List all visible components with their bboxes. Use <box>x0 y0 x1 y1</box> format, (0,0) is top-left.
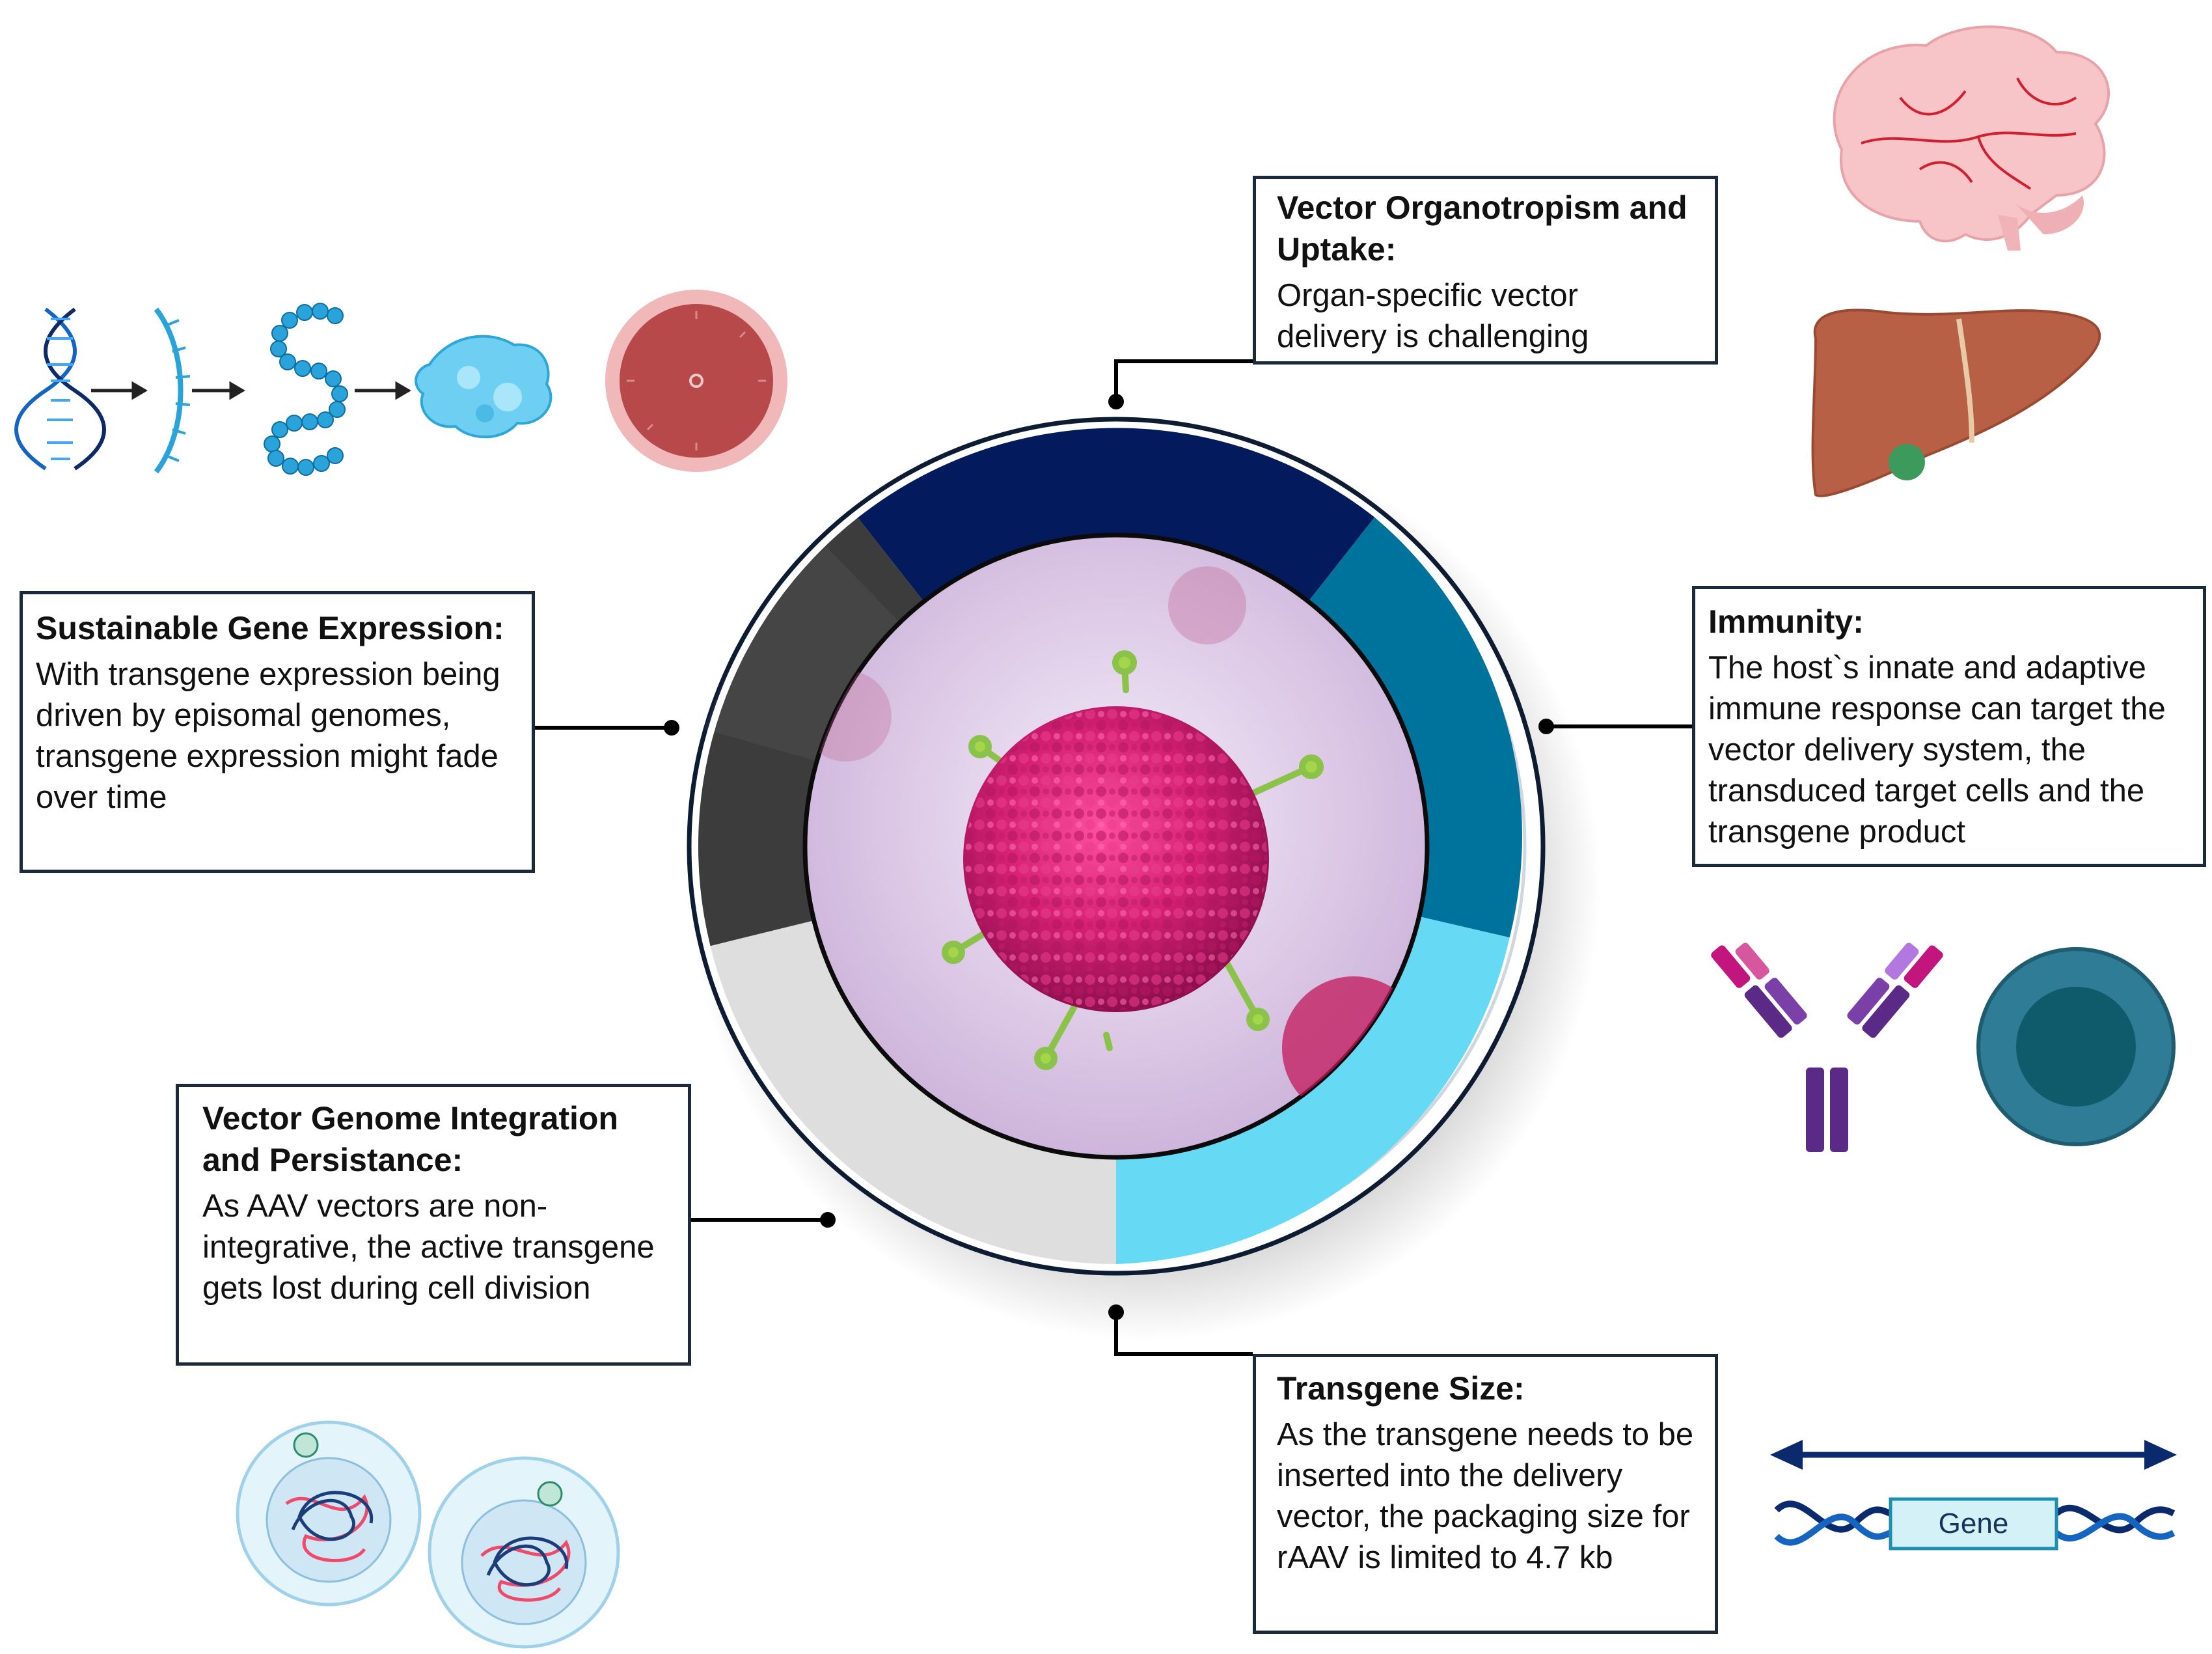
aav-virus-icon <box>802 532 1430 1160</box>
expression-text: With transgene expression being driven b… <box>36 657 500 815</box>
protein-icon <box>415 335 553 439</box>
dividing-cell-left <box>236 1420 422 1606</box>
organotropism-text: Organ-specific vector delivery is challe… <box>1277 278 1589 354</box>
immunity-text: The host`s innate and adaptive immune re… <box>1708 650 2166 849</box>
integration-title: Vector Genome Integration and Persistanc… <box>202 1100 619 1178</box>
gene-label: Gene <box>1938 1508 2009 1539</box>
immune-cell-icon <box>1976 947 2176 1146</box>
antibody-icon <box>1711 943 1943 1152</box>
liver-icon <box>1811 309 2101 497</box>
transgene-size-title: Transgene Size: <box>1277 1370 1525 1407</box>
center-ring <box>664 394 1601 1341</box>
expression-title: Sustainable Gene Expression: <box>36 610 504 646</box>
organotropism-title: Vector Organotropism and Uptake: <box>1277 189 1687 268</box>
dividing-cells-icon <box>236 1420 620 1649</box>
dividing-cell-right <box>428 1456 620 1649</box>
dna-to-protein-icon <box>14 303 553 476</box>
organotropism-box: Vector Organotropism and Uptake: Organ-s… <box>1253 176 1718 365</box>
gene-dna-icon <box>1770 1440 2177 1551</box>
integration-text: As AAV vectors are non-integrative, the … <box>202 1189 655 1306</box>
amino-acid-chain-icon <box>264 303 348 476</box>
brain-icon <box>1833 25 2110 251</box>
cell-icon <box>605 290 787 472</box>
dna-icon <box>14 307 106 471</box>
transgene-size-text: As the transgene needs to be inserted in… <box>1277 1417 1694 1575</box>
connector-lines <box>534 359 1693 1356</box>
rna-icon <box>154 307 191 474</box>
arrow-icon <box>91 381 411 400</box>
immunity-box: Immunity: The host`s innate and adaptive… <box>1692 586 2206 867</box>
expression-box: Sustainable Gene Expression: With transg… <box>20 591 535 873</box>
gene-box <box>1889 1497 2058 1551</box>
double-arrow-icon <box>1770 1440 2177 1470</box>
immunity-title: Immunity: <box>1708 603 1864 640</box>
integration-box: Vector Genome Integration and Persistanc… <box>176 1084 691 1366</box>
transgene-size-box: Transgene Size: As the transgene needs t… <box>1253 1354 1718 1634</box>
